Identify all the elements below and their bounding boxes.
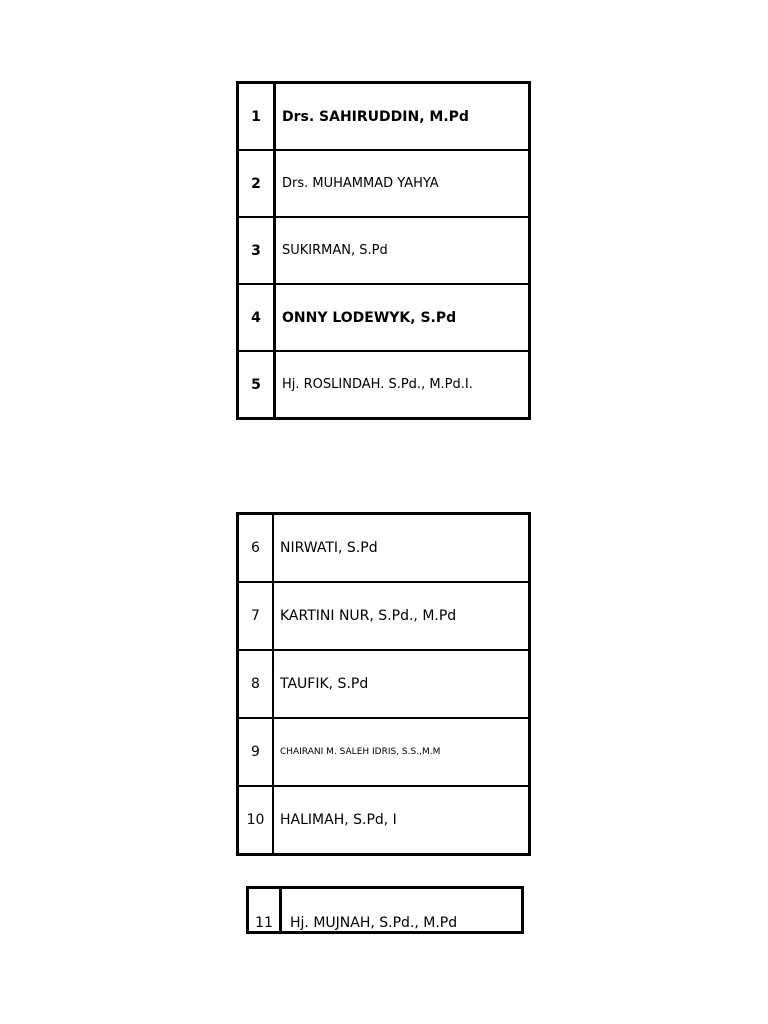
name-table-1: 1 Drs. SAHIRUDDIN, M.Pd 2 Drs. MUHAMMAD … <box>236 81 531 420</box>
row-number: 6 <box>237 513 274 583</box>
row-name: SUKIRMAN, S.Pd <box>274 217 530 285</box>
row-name: NIRWATI, S.Pd <box>273 513 530 583</box>
row-name: Hj. MUJNAH, S.Pd., M.Pd <box>290 915 458 931</box>
row-name: CHAIRANI M. SALEH IDRIS, S.S.,M.M <box>273 718 530 787</box>
row-name: TAUFIK, S.Pd <box>273 650 530 719</box>
row-name: ONNY LODEWYK, S.Pd <box>274 284 530 352</box>
table-row: 1 Drs. SAHIRUDDIN, M.Pd <box>237 82 530 151</box>
row-number: 3 <box>237 217 276 285</box>
table-row: 8 TAUFIK, S.Pd <box>237 650 530 719</box>
table-row: 4 ONNY LODEWYK, S.Pd <box>237 284 530 352</box>
row-number: 8 <box>237 650 274 719</box>
row-number: 5 <box>237 351 276 420</box>
table-row: 5 Hj. ROSLINDAH. S.Pd., M.Pd.I. <box>237 351 530 420</box>
table-row: 3 SUKIRMAN, S.Pd <box>237 217 530 285</box>
row-name: Hj. ROSLINDAH. S.Pd., M.Pd.I. <box>274 351 530 420</box>
table-row: 10 HALIMAH, S.Pd, I <box>237 786 530 856</box>
table-row: 6 NIRWATI, S.Pd <box>237 513 530 583</box>
row-number: 1 <box>237 82 276 151</box>
table-row: 7 KARTINI NUR, S.Pd., M.Pd <box>237 582 530 651</box>
table-row: 2 Drs. MUHAMMAD YAHYA <box>237 150 530 218</box>
row-number: 4 <box>237 284 276 352</box>
name-row-11: 11 Hj. MUJNAH, S.Pd., M.Pd <box>246 886 524 934</box>
row-number: 2 <box>237 150 276 218</box>
row-number: 7 <box>237 582 274 651</box>
row-number: 10 <box>237 786 274 856</box>
name-table-2: 6 NIRWATI, S.Pd 7 KARTINI NUR, S.Pd., M.… <box>236 512 531 856</box>
row-name: Drs. MUHAMMAD YAHYA <box>274 150 530 218</box>
table-row: 9 CHAIRANI M. SALEH IDRIS, S.S.,M.M <box>237 718 530 787</box>
row-name: KARTINI NUR, S.Pd., M.Pd <box>273 582 530 651</box>
row-number: 11 <box>249 889 282 931</box>
row-name: Drs. SAHIRUDDIN, M.Pd <box>274 82 530 151</box>
row-number: 9 <box>237 718 274 787</box>
row-name: HALIMAH, S.Pd, I <box>273 786 530 856</box>
